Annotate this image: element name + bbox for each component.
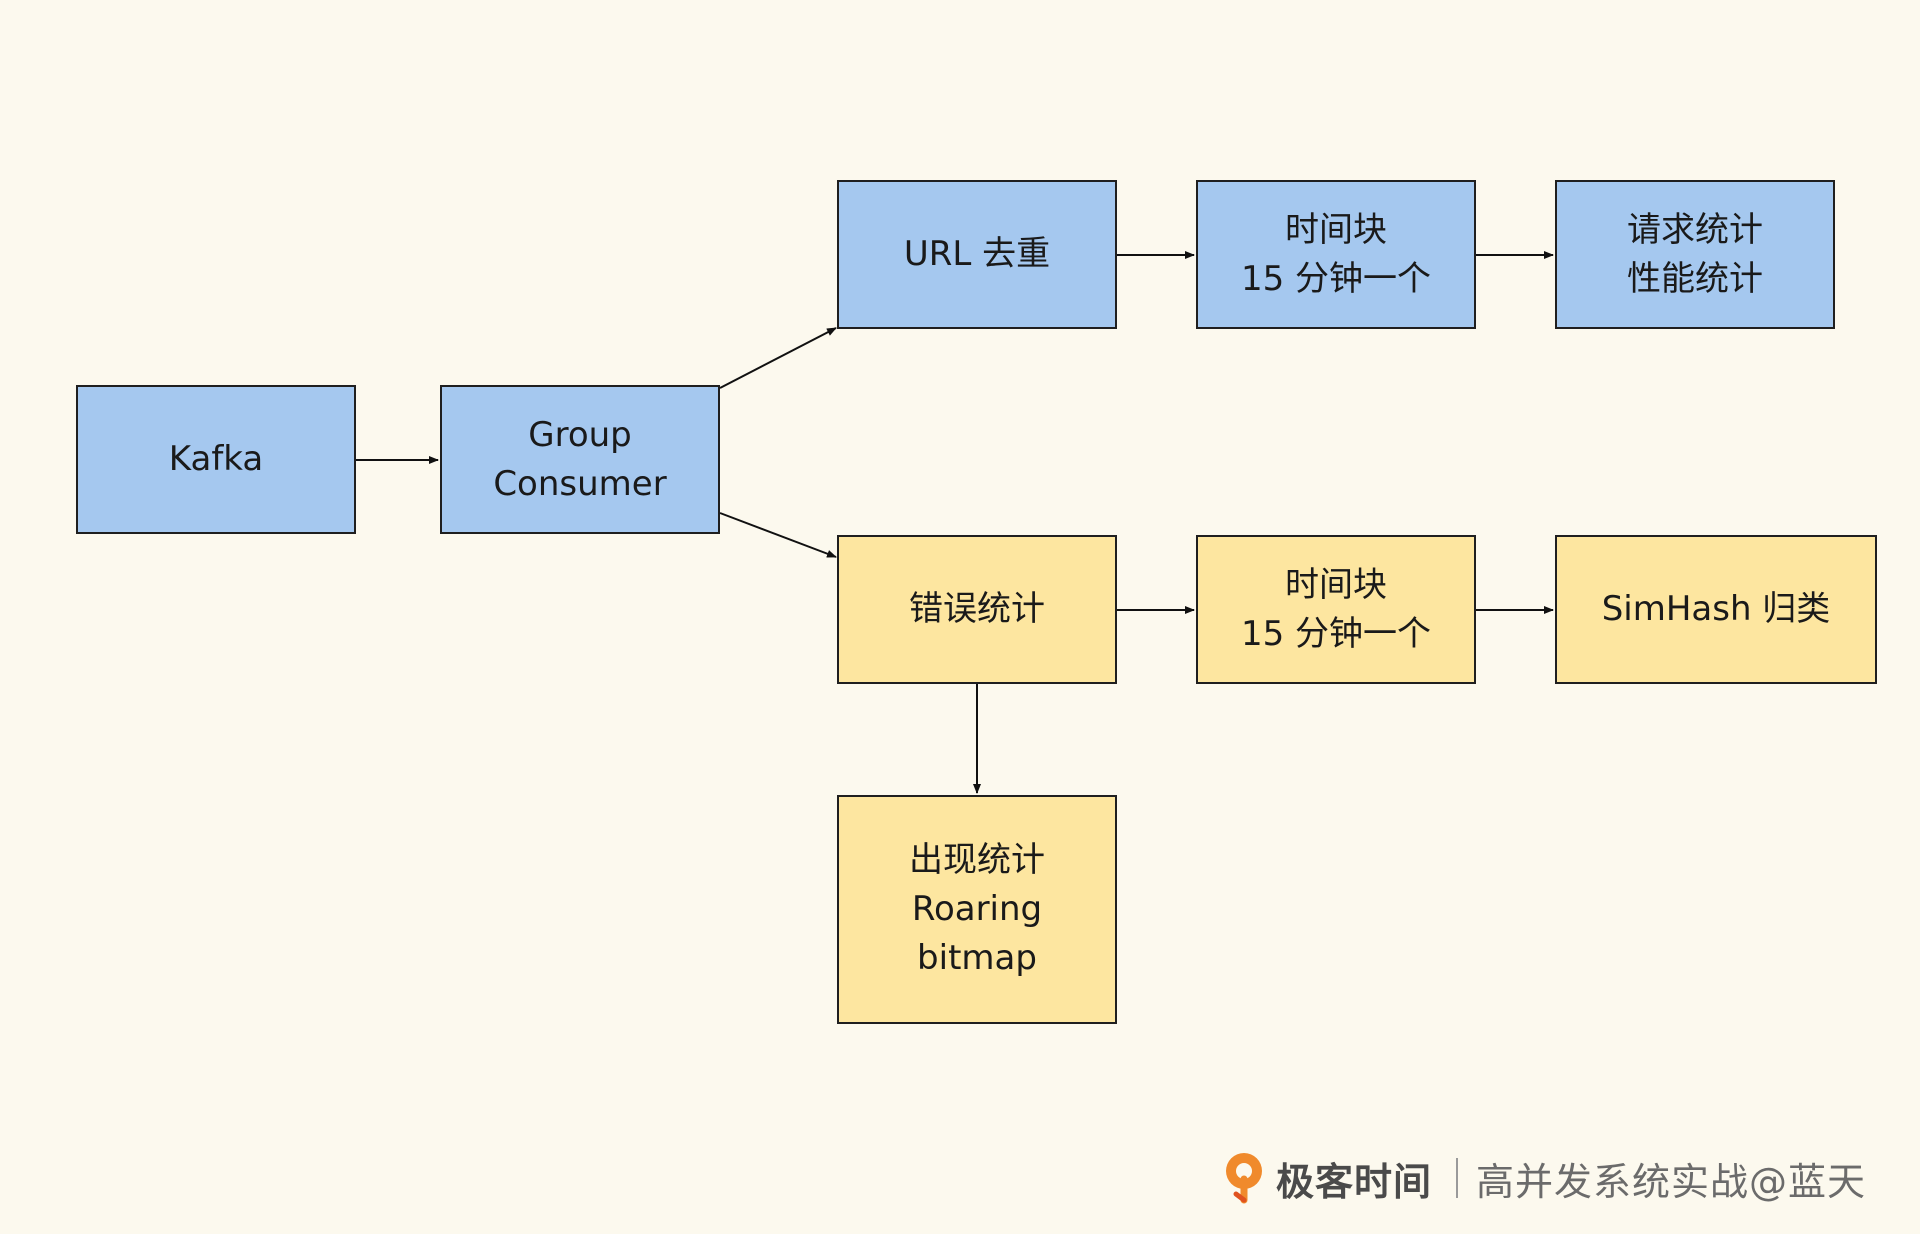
- node-kafka: Kafka: [76, 385, 356, 534]
- node-time-block-bottom-label-1: 时间块: [1284, 564, 1387, 605]
- node-simhash-label-1: SimHash 归类: [1601, 589, 1831, 629]
- node-occurrence-stats-label-3: bitmap: [917, 938, 1037, 978]
- node-time-block-bottom: 时间块 15 分钟一个: [1196, 535, 1476, 684]
- node-error-stats-label-1: 错误统计: [909, 589, 1045, 629]
- node-error-stats: 错误统计: [837, 535, 1117, 684]
- node-group-consumer-label-1: Group: [528, 414, 632, 455]
- node-group-consumer-label-2: Consumer: [493, 463, 667, 504]
- node-occurrence-stats: 出现统计 Roaring bitmap: [837, 795, 1117, 1024]
- node-time-block-top: 时间块 15 分钟一个: [1196, 180, 1476, 329]
- node-group-consumer: Group Consumer: [440, 385, 720, 534]
- node-time-block-top-label-2: 15 分钟一个: [1240, 258, 1432, 299]
- node-time-block-top-label-1: 时间块: [1284, 209, 1387, 250]
- watermark: 极客时间 高并发系统实战@蓝天: [1222, 1146, 1866, 1210]
- node-occurrence-stats-label-1: 出现统计: [909, 840, 1045, 880]
- watermark-course: 高并发系统实战@蓝天: [1476, 1159, 1867, 1204]
- node-simhash: SimHash 归类: [1555, 535, 1877, 684]
- node-url-dedup-label-1: URL 去重: [903, 234, 1051, 274]
- node-kafka-label-1: Kafka: [168, 439, 264, 479]
- node-time-block-bottom-label-2: 15 分钟一个: [1240, 613, 1432, 654]
- watermark-separator: [1456, 1158, 1459, 1198]
- node-occurrence-stats-label-2: Roaring: [911, 889, 1043, 929]
- node-request-stats-label-1: 请求统计: [1627, 209, 1763, 250]
- node-url-dedup: URL 去重: [837, 180, 1117, 329]
- watermark-brand: 极客时间: [1276, 1159, 1433, 1204]
- node-request-stats-label-2: 性能统计: [1627, 258, 1763, 299]
- node-request-stats: 请求统计 性能统计: [1555, 180, 1835, 329]
- edge-group-consumer-to-url-dedup: [719, 327, 837, 389]
- geektime-logo-icon: [1226, 1153, 1262, 1204]
- edge-group-consumer-to-error-stats: [719, 512, 837, 558]
